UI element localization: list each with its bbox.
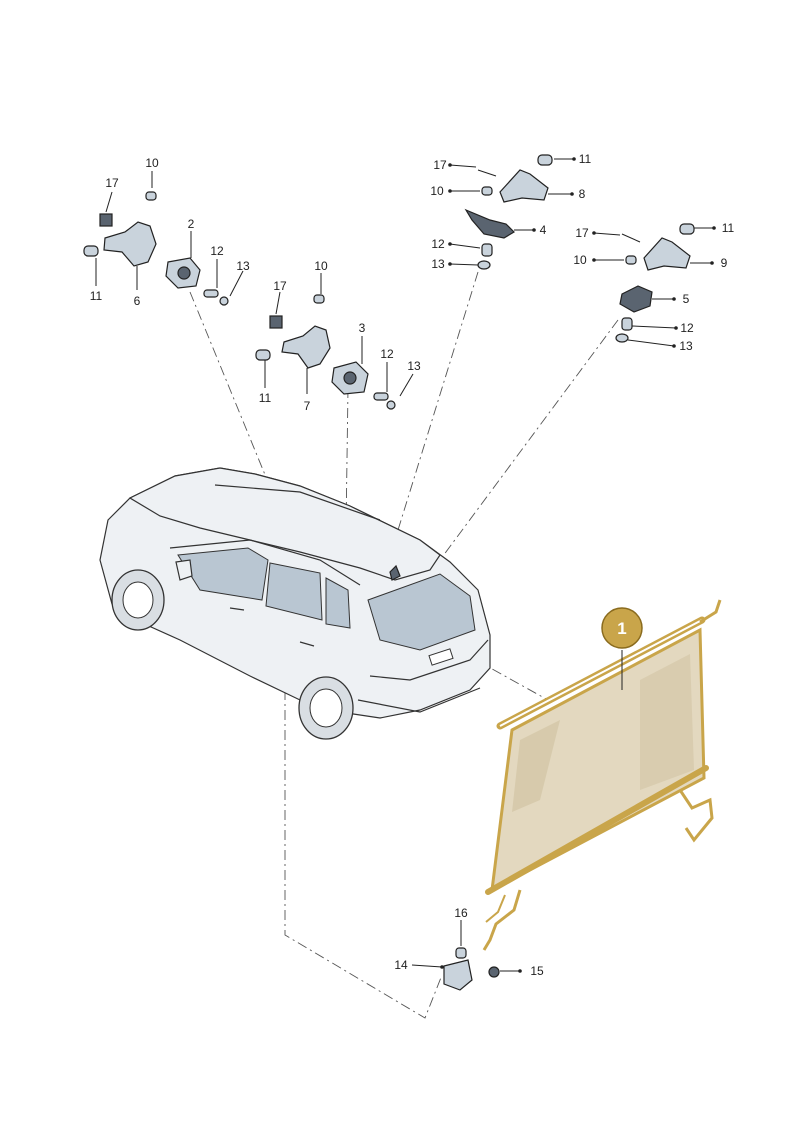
svg-text:10: 10 — [145, 156, 159, 170]
bolt-12 — [373, 392, 389, 401]
washer-13 — [477, 260, 491, 270]
luggage-cover-1 — [482, 599, 722, 951]
bracket-14 — [443, 959, 473, 991]
svg-text:3: 3 — [359, 321, 366, 335]
svg-text:14: 14 — [394, 958, 408, 972]
bolt-12 — [621, 317, 633, 331]
svg-text:6: 6 — [134, 294, 141, 308]
bracket-group-bottom — [443, 947, 500, 991]
svg-text:11: 11 — [259, 391, 272, 405]
highlight-label: 1 — [617, 619, 626, 638]
svg-text:12: 12 — [431, 237, 445, 251]
bolt-12 — [203, 289, 219, 298]
svg-text:7: 7 — [304, 399, 311, 413]
svg-text:12: 12 — [680, 321, 694, 335]
mount-group-right-upper — [464, 154, 553, 270]
svg-text:13: 13 — [236, 259, 250, 273]
clip-17 — [99, 213, 113, 227]
screw-11 — [537, 154, 553, 166]
svg-text:13: 13 — [679, 339, 693, 353]
svg-text:17: 17 — [433, 158, 447, 172]
svg-text:12: 12 — [210, 244, 224, 258]
bolt-10 — [145, 191, 157, 201]
washer-13 — [386, 400, 396, 410]
svg-text:4: 4 — [540, 223, 547, 237]
svg-text:5: 5 — [683, 292, 690, 306]
mount-5 — [619, 285, 653, 313]
svg-text:11: 11 — [579, 152, 592, 166]
hinge-group-left — [83, 191, 229, 306]
svg-text:17: 17 — [273, 279, 287, 293]
svg-text:11: 11 — [90, 289, 103, 303]
svg-text:17: 17 — [105, 176, 119, 190]
bolt-10 — [625, 255, 637, 265]
svg-text:13: 13 — [431, 257, 445, 271]
svg-text:10: 10 — [573, 253, 587, 267]
bracket-8 — [499, 169, 549, 203]
pin-17 — [621, 233, 641, 243]
washer-13 — [615, 333, 629, 343]
screw-11 — [255, 349, 271, 361]
bolt-16 — [455, 947, 467, 959]
washer-13 — [219, 296, 229, 306]
mount-group-right-lower — [615, 223, 695, 343]
bracket-9 — [643, 237, 691, 271]
hinge-bracket-7 — [281, 325, 331, 369]
screw-11 — [679, 223, 695, 235]
svg-text:16: 16 — [454, 906, 468, 920]
svg-text:10: 10 — [314, 259, 328, 273]
svg-text:9: 9 — [721, 256, 728, 270]
pin-17 — [477, 169, 497, 177]
callout-labels: 10 17 2 12 13 11 6 17 10 3 12 13 11 7 17… — [90, 152, 735, 978]
vehicle-illustration — [99, 467, 491, 740]
screw-11 — [83, 245, 99, 257]
svg-text:17: 17 — [575, 226, 589, 240]
hinge-group-middle — [255, 294, 396, 410]
mount-4 — [464, 208, 515, 239]
svg-text:13: 13 — [407, 359, 421, 373]
svg-text:12: 12 — [380, 347, 394, 361]
highlight-badge-1: 1 — [601, 607, 643, 690]
svg-text:15: 15 — [530, 964, 544, 978]
clip-17 — [269, 315, 283, 329]
bolt-12 — [481, 243, 493, 257]
hinge-bracket-6 — [103, 221, 157, 267]
svg-text:2: 2 — [188, 217, 195, 231]
svg-text:10: 10 — [430, 184, 444, 198]
svg-text:11: 11 — [722, 221, 735, 235]
bolt-10 — [481, 186, 493, 196]
bolt-10 — [313, 294, 325, 304]
nut-15 — [488, 966, 500, 978]
svg-text:8: 8 — [579, 187, 586, 201]
